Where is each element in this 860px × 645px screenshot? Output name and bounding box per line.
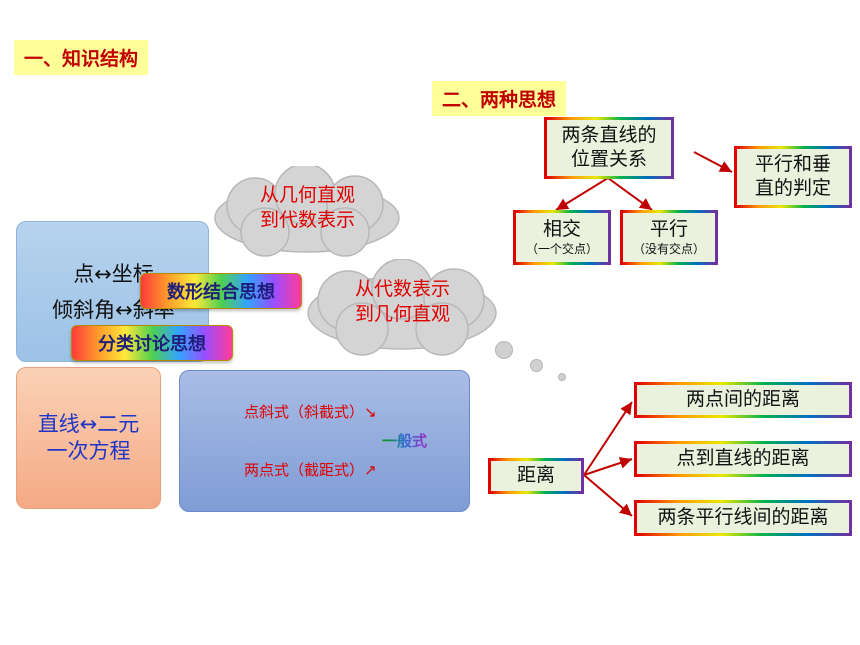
thought-bubble-small (558, 373, 566, 381)
thought-bubble-medium (530, 359, 543, 372)
line-equation-line1: 直线↔二元 (37, 411, 140, 436)
intersect-label: 相交 (542, 218, 581, 241)
cloud2-text: 从代数表示 到几何直观 (305, 277, 500, 326)
section2-title: 二、两种思想 (432, 81, 567, 116)
parallel-perpendicular-line2: 直的判定 (754, 177, 831, 199)
parallel-sublabel: （没有交点） (632, 241, 705, 256)
parallel-box: 平行 （没有交点） (620, 210, 718, 265)
arrow-to-distance-2 (583, 457, 633, 476)
cloud2-line1: 从代数表示 (354, 278, 450, 300)
parallel-perpendicular-line1: 平行和垂 (754, 153, 831, 176)
distance-point-line-box: 点到直线的距离 (634, 441, 852, 477)
relation-box: 两条直线的 位置关系 (544, 117, 674, 179)
cloud1-line1: 从几何直观 (259, 184, 355, 206)
general-form-text: 一般式 (382, 432, 428, 450)
section1-title: 一、知识结构 (14, 40, 149, 75)
parallel-label: 平行 (649, 218, 688, 241)
scroll-number-shape-thinking: 数形结合思想 (140, 273, 302, 309)
cloud2-line2: 到几何直观 (354, 302, 450, 325)
line-equation-line2: 一次方程 (46, 439, 131, 463)
arrow-to-judgement (693, 151, 733, 173)
cloud1-text: 从几何直观 到代数表示 (215, 183, 400, 232)
arrow-to-distance-1 (583, 401, 633, 476)
intersect-sublabel: （一个交点） (525, 241, 598, 256)
cloud-algebra-to-geometry (307, 259, 497, 356)
equation-forms-box: 点斜式（斜截式）↘ 一般式 两点式（截距式）↗ (179, 370, 470, 512)
relation-line2: 位置关系 (570, 148, 647, 170)
distance-two-points-box: 两点间的距离 (634, 382, 852, 418)
distance-box: 距离 (488, 458, 584, 494)
intersect-box: 相交 （一个交点） (513, 210, 611, 265)
distance-parallel-lines-box: 两条平行线间的距离 (634, 500, 852, 536)
arrow-to-parallel (607, 177, 653, 211)
parallel-perpendicular-box: 平行和垂 直的判定 (734, 146, 852, 208)
arrow-to-distance-3 (583, 474, 633, 517)
relation-line1: 两条直线的 (561, 124, 657, 147)
point-slope-form-text: 点斜式（斜截式）↘ (244, 403, 377, 421)
arrow-to-intersect (555, 177, 609, 211)
line-equation-box: 直线↔二元 一次方程 (16, 367, 161, 509)
two-point-form-text: 两点式（截距式）↗ (244, 461, 377, 479)
thought-bubble-large (495, 341, 513, 359)
cloud1-line2: 到代数表示 (259, 208, 355, 231)
scroll-classification-thinking: 分类讨论思想 (71, 325, 233, 361)
cloud-geometry-to-algebra (214, 166, 400, 257)
